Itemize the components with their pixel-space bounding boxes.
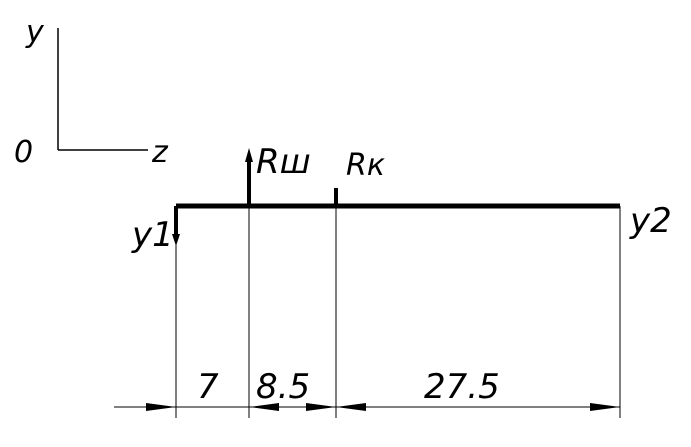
origin-label: 0 bbox=[14, 135, 33, 170]
beam-right-end-label: y2 bbox=[629, 201, 672, 241]
force-b-label: Rк bbox=[346, 148, 385, 183]
dim-arrow-1 bbox=[146, 403, 176, 411]
forces-group: Rш Rк bbox=[172, 142, 385, 246]
dim-arrow-2 bbox=[249, 403, 279, 411]
extension-lines bbox=[175, 206, 621, 418]
beam-left-end-label: y1 bbox=[131, 215, 174, 255]
dim-arrow-3 bbox=[306, 403, 336, 411]
dimension-label-3: 27.5 bbox=[424, 367, 500, 407]
dim-arrow-4 bbox=[336, 403, 366, 411]
dimension-group: 7 8.5 27.5 bbox=[114, 367, 620, 411]
coordinate-axes: y z 0 bbox=[14, 15, 169, 170]
force-a-label: Rш bbox=[256, 142, 311, 182]
z-axis-label: z bbox=[151, 135, 169, 170]
dimension-label-1: 7 bbox=[197, 367, 219, 407]
rsh-force-arrowhead bbox=[245, 148, 253, 162]
beam-group: y1 y2 bbox=[131, 201, 672, 255]
y-axis-label: y bbox=[25, 15, 45, 50]
dim-arrow-5 bbox=[590, 403, 620, 411]
dimension-label-2: 8.5 bbox=[256, 367, 310, 407]
